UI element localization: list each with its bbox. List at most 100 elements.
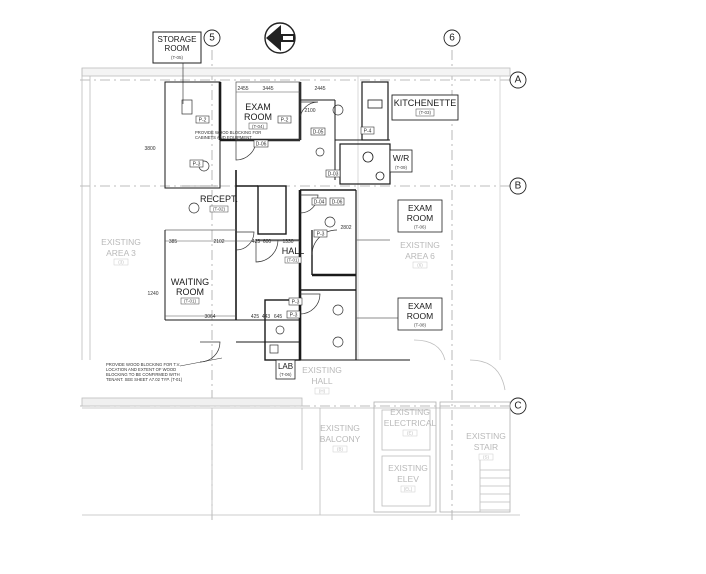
note-line: BLOCKING TO BE CONFIRMED WITH xyxy=(106,372,180,377)
room-name: EXISTING xyxy=(388,463,428,473)
room-name: EXISTING xyxy=(400,240,440,250)
svg-text:P-3: P-3 xyxy=(290,313,298,319)
room-tag: (T-06) xyxy=(279,372,292,377)
dimension-text: 2455 xyxy=(237,86,248,92)
note-line: TENANT. SEE SHEET A7.02 TYP. (T-01) xyxy=(106,377,183,382)
room-wr[interactable]: W/R (T-09) xyxy=(389,149,413,173)
door-tag: P-2 xyxy=(195,115,210,124)
existing-stair[interactable]: EXISTING STAIR (S) xyxy=(466,431,506,461)
room-name: ROOM xyxy=(407,311,433,321)
grid-bubble-a[interactable]: A xyxy=(509,71,527,89)
room-tag: (6) xyxy=(417,263,423,268)
dimension-text: 2100 xyxy=(304,108,315,114)
room-name: WAITING xyxy=(171,277,209,287)
general-note: PROVIDE WOOD BLOCKING FOR T.V. LOCATION … xyxy=(106,357,223,382)
svg-text:P-2: P-2 xyxy=(199,118,207,124)
room-name: EXISTING xyxy=(466,431,506,441)
room-tag: (3) xyxy=(118,260,124,265)
svg-text:D-06: D-06 xyxy=(256,142,267,148)
grid-bubble-6[interactable]: 6 xyxy=(443,29,461,47)
room-name: EXISTING xyxy=(101,237,141,247)
room-tag: (H) xyxy=(319,389,326,394)
room-name: HALL xyxy=(282,246,305,256)
room-name: ROOM xyxy=(176,287,204,297)
existing-building-linework xyxy=(81,67,520,516)
door-tag: P-3 xyxy=(313,229,328,238)
wall-note: PROVIDE WOOD BLOCKING FOR CABINETS AND E… xyxy=(195,130,261,140)
grid-label-5: 5 xyxy=(209,33,215,44)
room-exam-1[interactable]: EXAM ROOM (T-04) xyxy=(244,102,272,130)
existing-area-3[interactable]: EXISTING AREA 3 (3) xyxy=(101,237,141,266)
existing-balcony[interactable]: EXISTING BALCONY (B) xyxy=(320,423,361,453)
room-name: ELEV xyxy=(397,474,419,484)
room-name: BALCONY xyxy=(320,434,361,444)
room-name: ROOM xyxy=(165,44,190,53)
room-lab[interactable]: LAB (T-06) xyxy=(275,359,296,380)
svg-text:P-3: P-3 xyxy=(292,300,300,306)
dimension-text: 3445 xyxy=(262,86,273,92)
new-walls xyxy=(164,81,410,361)
dimension-text: 385 xyxy=(169,239,178,245)
svg-text:D-04: D-04 xyxy=(314,200,325,206)
grid-bubble-b[interactable]: B xyxy=(509,177,527,195)
door-tag: D-06 xyxy=(329,197,345,206)
room-name: ROOM xyxy=(244,112,272,122)
grid-lines xyxy=(80,50,510,520)
dimension-text: 1240 xyxy=(147,291,158,297)
svg-text:P-2: P-2 xyxy=(281,118,289,124)
room-name: AREA 3 xyxy=(106,248,136,258)
dimension-text: 600 xyxy=(263,239,272,245)
existing-electrical[interactable]: EXISTING ELECTRICAL (E) xyxy=(384,407,437,437)
existing-elev[interactable]: EXISTING ELEV (EL) xyxy=(388,463,428,493)
room-tag: (T-09) xyxy=(395,165,408,170)
dimension-text: 1330 xyxy=(282,239,293,245)
svg-text:P-3: P-3 xyxy=(193,162,201,168)
room-recept[interactable]: RECEPT. (T-02) xyxy=(200,194,238,213)
room-kitchenette[interactable]: KITCHENETTE (T-03) xyxy=(391,94,459,121)
note-line: PROVIDE WOOD BLOCKING FOR xyxy=(195,130,261,135)
room-name: STORAGE xyxy=(158,35,197,44)
room-exam-3[interactable]: EXAM ROOM (T-08) xyxy=(397,297,443,331)
dimension-text: 425 xyxy=(251,314,260,320)
grid-label-a: A xyxy=(515,75,522,86)
room-tag: (T-01) xyxy=(184,299,197,304)
room-name: EXISTING xyxy=(302,365,342,375)
equipment-symbols xyxy=(181,99,344,354)
door-tag: D-04 xyxy=(311,197,327,206)
svg-text:P-4: P-4 xyxy=(364,129,372,135)
dimension-text: 645 xyxy=(274,314,283,320)
room-name: EXISTING xyxy=(390,407,430,417)
svg-text:D-06: D-06 xyxy=(332,200,343,206)
dimension-text: 2445 xyxy=(314,86,325,92)
existing-area-6[interactable]: EXISTING AREA 6 (6) xyxy=(400,240,440,269)
dimension-text: 3064 xyxy=(204,314,215,320)
svg-text:D-05: D-05 xyxy=(313,130,324,136)
dimension-text: 443 xyxy=(262,314,271,320)
svg-text:D-03: D-03 xyxy=(328,172,339,178)
room-exam-2[interactable]: EXAM ROOM (T-06) xyxy=(397,199,443,233)
north-arrow-icon xyxy=(264,22,296,54)
door-tag: P-4 xyxy=(360,126,375,135)
grid-label-c: C xyxy=(514,401,521,412)
room-waiting[interactable]: WAITING ROOM (T-01) xyxy=(171,277,209,305)
room-tag: (B) xyxy=(337,447,344,452)
room-name: AREA 6 xyxy=(405,251,435,261)
room-hall[interactable]: HALL (T-01) xyxy=(282,246,305,264)
dimension-text: 423 xyxy=(252,239,261,245)
room-tag: (E) xyxy=(407,431,414,436)
room-storage[interactable]: STORAGE ROOM (T-05) xyxy=(152,31,202,104)
room-name: W/R xyxy=(393,153,410,163)
room-name: LAB xyxy=(278,362,293,371)
existing-hall[interactable]: EXISTING HALL (H) xyxy=(302,365,342,395)
grid-label-b: B xyxy=(515,181,522,192)
door-tag: P-3 xyxy=(286,310,301,319)
grid-label-6: 6 xyxy=(449,33,455,44)
room-tag: (T-03) xyxy=(419,110,432,115)
door-tag: D-06 xyxy=(253,139,269,148)
grid-bubble-5[interactable]: 5 xyxy=(203,29,221,47)
room-name: EXAM xyxy=(408,301,432,311)
door-tag: P-3 xyxy=(189,159,204,168)
room-tag: (T-02) xyxy=(213,207,226,212)
grid-bubble-c[interactable]: C xyxy=(509,397,527,415)
